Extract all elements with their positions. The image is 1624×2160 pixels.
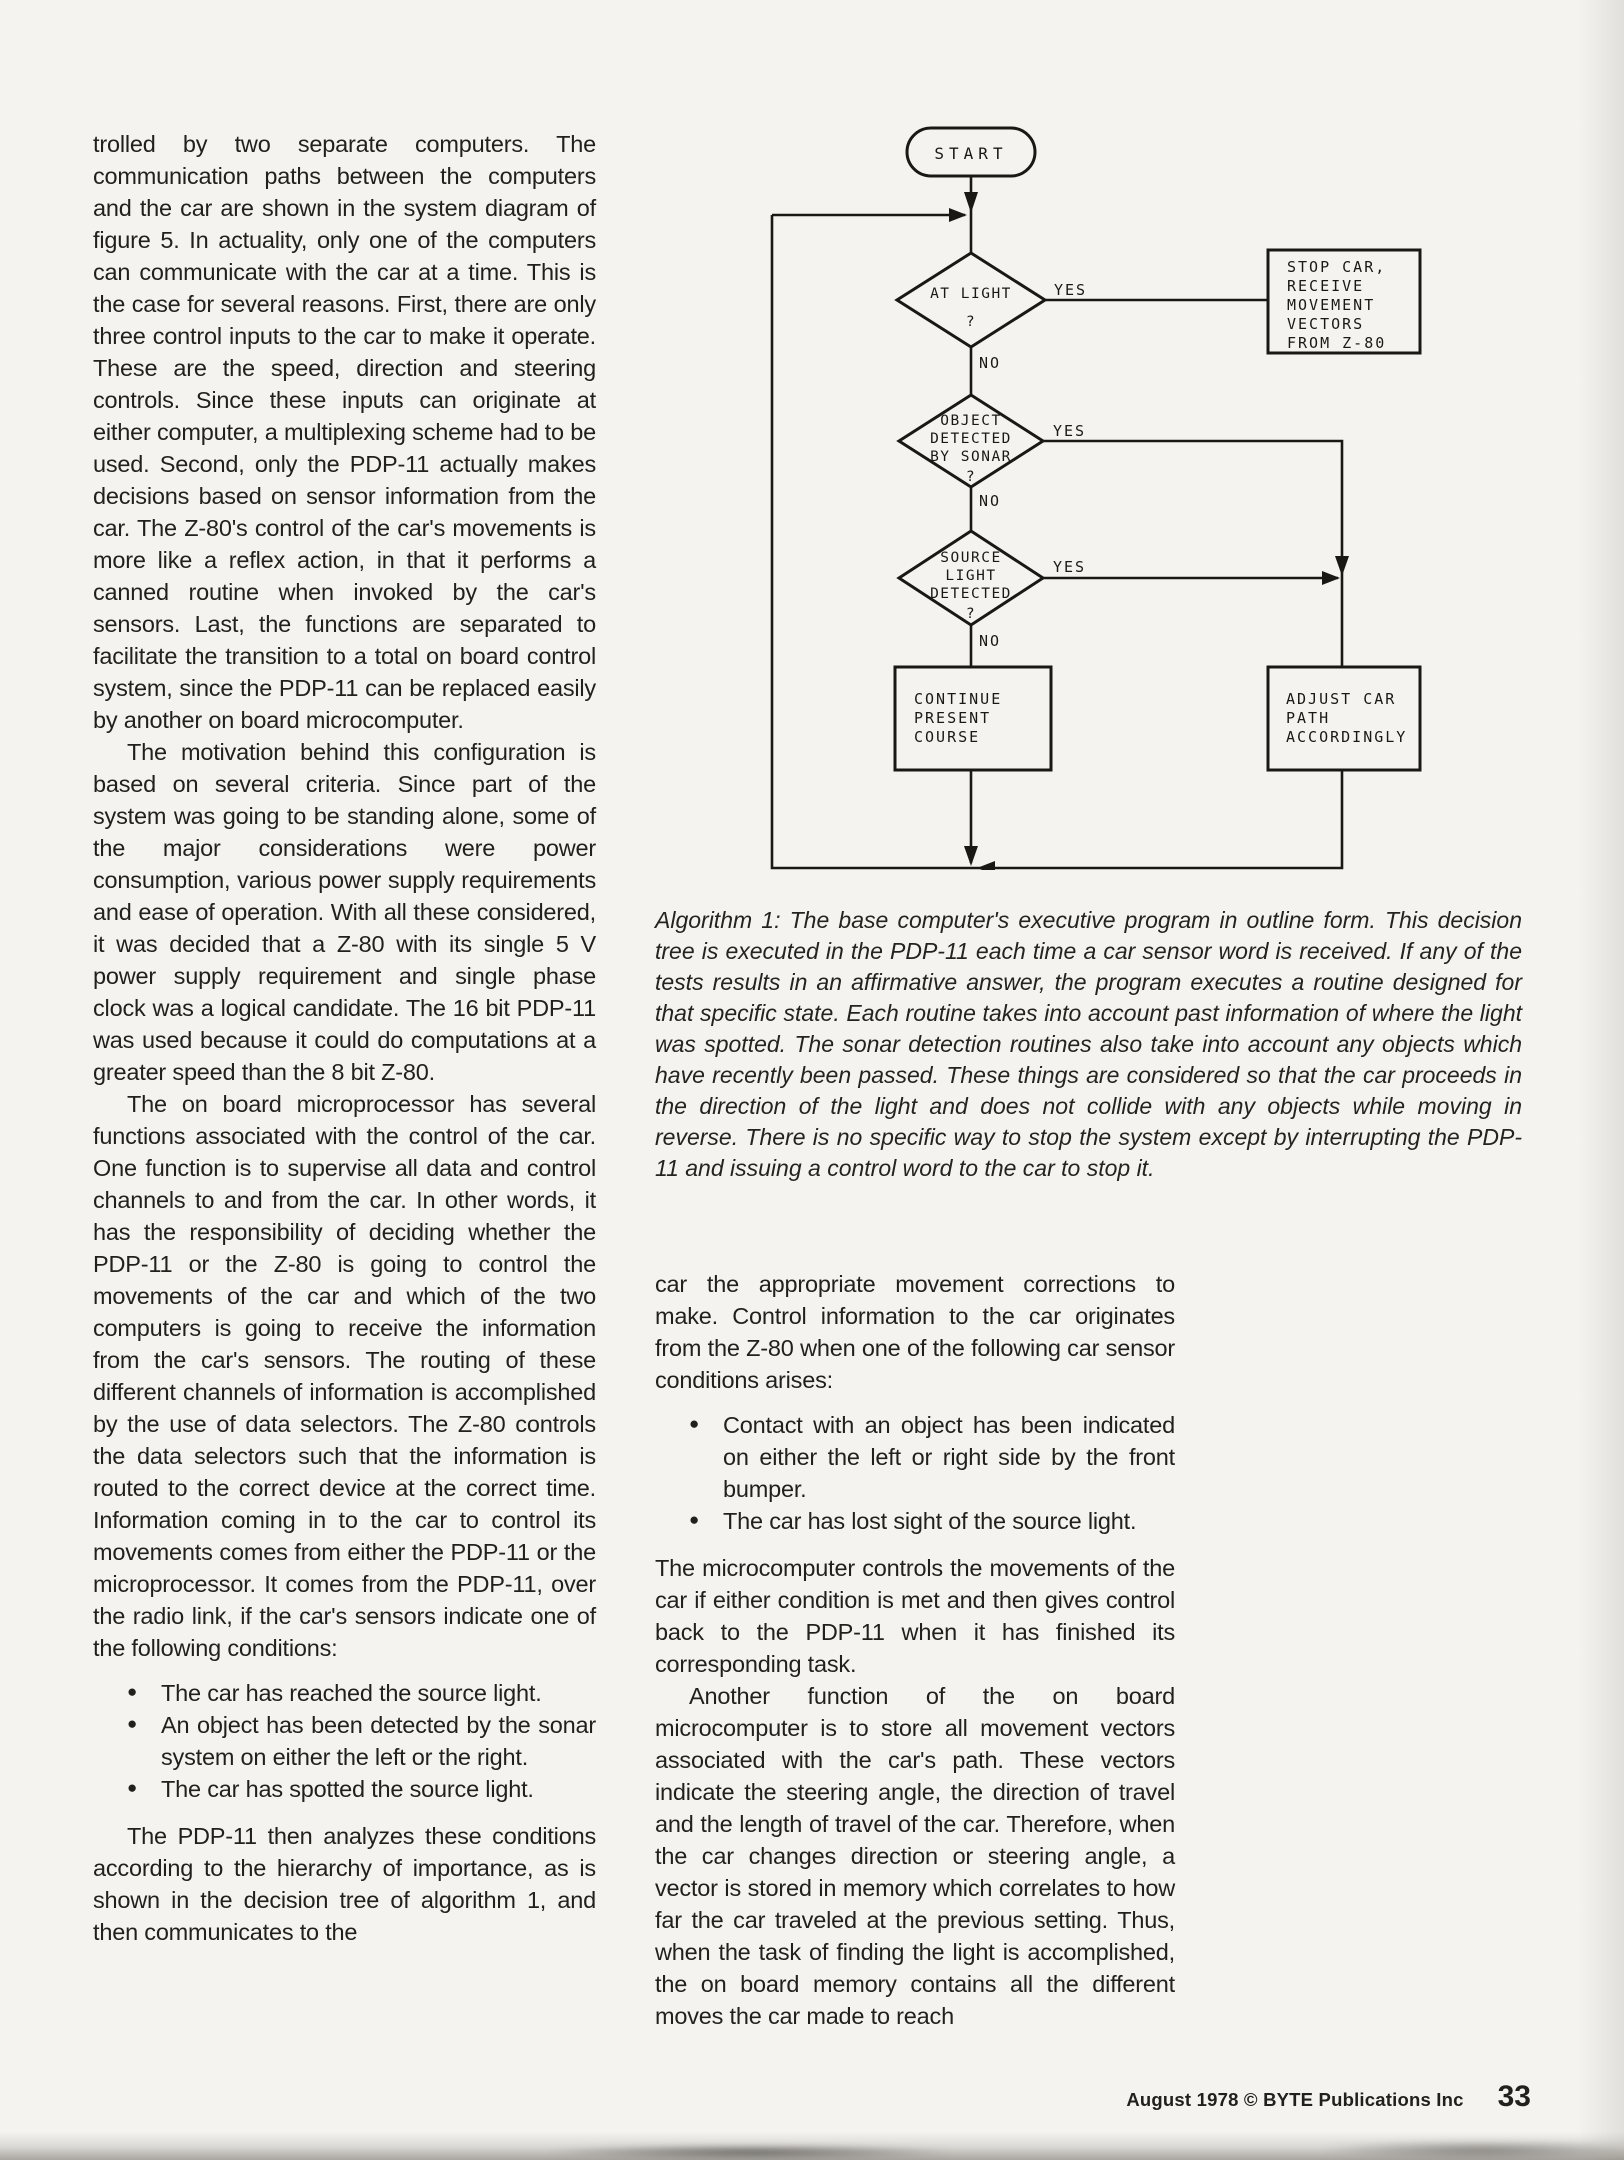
- decision-sonar: OBJECT DETECTED BY SONAR ? YES NO: [896, 393, 1086, 510]
- source-light-text: LIGHT: [945, 568, 996, 584]
- at-light-question: ?: [966, 314, 976, 330]
- source-light-question: ?: [966, 606, 976, 622]
- stop-car-box: STOP CAR, RECEIVE MOVEMENT VECTORS FROM …: [1266, 248, 1422, 355]
- decision-at-light: AT LIGHT ? YES NO: [894, 251, 1087, 372]
- list-item: ● An object has been detected by the son…: [127, 1709, 596, 1773]
- bullet-icon: ●: [689, 1414, 700, 1433]
- start-label: START: [934, 144, 1007, 163]
- left-text-column: trolled by two separate computers. The c…: [93, 128, 596, 1948]
- connector-sonar-yes: [1043, 439, 1344, 667]
- body-paragraph: The PDP-11 then analyzes these condition…: [93, 1823, 596, 1945]
- stop-car-line: VECTORS: [1287, 315, 1364, 333]
- arrowhead-sonar-yes-down: [1335, 556, 1349, 576]
- start-terminal: START: [905, 126, 1037, 178]
- sonar-question: ?: [966, 469, 976, 485]
- adjust-line: ADJUST CAR: [1286, 690, 1396, 708]
- body-paragraph: car the appropriate movement corrections…: [655, 1271, 1175, 1393]
- copyright-credit: August 1978 © BYTE Publications Inc: [1126, 2089, 1464, 2110]
- continue-line: COURSE: [914, 728, 980, 746]
- sonar-text: DETECTED: [930, 431, 1012, 447]
- list-item-text: The car has spotted the source light.: [161, 1776, 534, 1802]
- stop-car-rect: [1266, 248, 1422, 355]
- algorithm-flowchart: START AT LIGHT ? YES NO STOP CAR, RECEIV…: [770, 126, 1422, 870]
- list-item: ● The car has spotted the source light.: [127, 1773, 596, 1805]
- sonar-text: OBJECT: [940, 413, 1001, 429]
- arrowhead-sourcelight-yes: [1322, 571, 1340, 585]
- continue-line: PRESENT: [914, 709, 991, 727]
- adjust-line: PATH: [1286, 709, 1330, 727]
- body-paragraph: trolled by two separate computers. The c…: [93, 131, 596, 733]
- right-text-column: car the appropriate movement corrections…: [655, 1268, 1175, 2032]
- list-item-text: Contact with an object has been indicate…: [723, 1412, 1175, 1502]
- arrowhead-into-atlight: [964, 192, 978, 213]
- yes-label: YES: [1053, 422, 1086, 440]
- adjust-path-rect: [1266, 665, 1422, 772]
- at-light-diamond: [894, 251, 1048, 349]
- decision-source-light: SOURCE LIGHT DETECTED ? YES NO: [896, 529, 1086, 650]
- source-light-text: DETECTED: [930, 586, 1012, 602]
- sonar-diamond: [896, 393, 1046, 489]
- continue-course-rect: [893, 665, 1053, 772]
- adjust-path-box: ADJUST CAR PATH ACCORDINGLY: [1266, 665, 1422, 772]
- list-item-text: An object has been detected by the sonar…: [161, 1712, 596, 1770]
- stop-car-line: MOVEMENT: [1287, 296, 1375, 314]
- connector-feedback-rail: [770, 215, 1344, 870]
- bullet-icon: ●: [127, 1714, 138, 1733]
- no-label: NO: [979, 354, 1001, 372]
- page-footer: August 1978 © BYTE Publications Inc 33: [0, 2080, 1531, 2114]
- list-item: ● Contact with an object has been indica…: [689, 1409, 1175, 1505]
- source-light-diamond: [896, 529, 1046, 627]
- scan-edge-shadow-right: [1578, 0, 1624, 2160]
- arrowhead-bottom-left: [977, 861, 995, 870]
- stop-car-line: STOP CAR,: [1287, 258, 1386, 276]
- sonar-text: BY SONAR: [930, 449, 1012, 465]
- bullet-icon: ●: [689, 1510, 700, 1529]
- list-item-text: The car has lost sight of the source lig…: [723, 1508, 1137, 1534]
- condition-list: ● Contact with an object has been indica…: [655, 1409, 1175, 1537]
- at-light-text: AT LIGHT: [930, 286, 1012, 302]
- continue-line: CONTINUE: [914, 690, 1002, 708]
- continue-course-box: CONTINUE PRESENT COURSE: [893, 665, 1053, 772]
- arrowhead-feedback-join: [949, 208, 967, 222]
- list-item: ● The car has reached the source light.: [127, 1677, 596, 1709]
- no-label: NO: [979, 492, 1001, 510]
- start-oval: [905, 126, 1037, 178]
- stop-car-line: FROM Z-80: [1287, 334, 1386, 352]
- list-item-text: The car has reached the source light.: [161, 1680, 542, 1706]
- adjust-line: ACCORDINGLY: [1286, 728, 1407, 746]
- figure-caption: Algorithm 1: The base computer's executi…: [655, 907, 1522, 1181]
- arrowhead-continue-down: [964, 846, 978, 866]
- source-light-text: SOURCE: [940, 550, 1001, 566]
- body-paragraph: The on board microprocessor has several …: [93, 1091, 596, 1661]
- stop-car-line: RECEIVE: [1287, 277, 1364, 295]
- list-item: ● The car has lost sight of the source l…: [689, 1505, 1175, 1537]
- body-paragraph: Another function of the on board microco…: [655, 1683, 1175, 2029]
- no-label: NO: [979, 632, 1001, 650]
- body-paragraph: The microcomputer controls the movements…: [655, 1555, 1175, 1677]
- page-number: 33: [1497, 2080, 1531, 2113]
- yes-label: YES: [1053, 558, 1086, 576]
- body-paragraph: The motivation behind this configuration…: [93, 739, 596, 1085]
- scan-smudge: [540, 2144, 960, 2160]
- scan-smudge: [1320, 2140, 1624, 2160]
- condition-list: ● The car has reached the source light. …: [93, 1677, 596, 1805]
- yes-label: YES: [1054, 281, 1087, 299]
- bullet-icon: ●: [127, 1778, 138, 1797]
- bullet-icon: ●: [127, 1682, 138, 1701]
